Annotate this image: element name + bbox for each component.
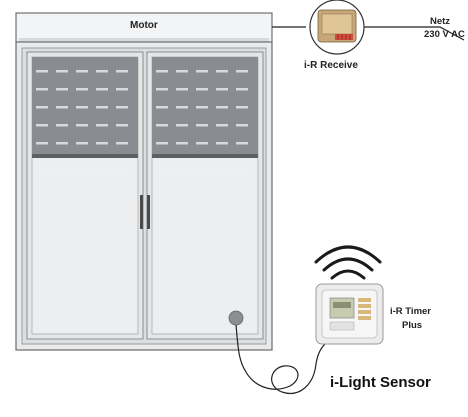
blind-slat: [76, 88, 88, 91]
blind-slat: [216, 88, 228, 91]
blind-slat: [176, 124, 188, 127]
blind-slat: [56, 142, 68, 145]
blind-slat: [96, 70, 108, 73]
blind-slat: [76, 124, 88, 127]
blind-slat: [36, 70, 48, 73]
mains-label: Netz: [430, 16, 451, 27]
blind-slat: [156, 70, 168, 73]
blind-slat: [236, 88, 248, 91]
sensor-label: i-Light Sensor: [330, 374, 431, 391]
sensor-dot-icon: [228, 310, 244, 326]
blind-slat: [196, 124, 208, 127]
blind-slat: [36, 88, 48, 91]
blind-slat: [216, 142, 228, 145]
blind-slat: [156, 88, 168, 91]
blind-slat: [176, 106, 188, 109]
timer-label: i-R Timer: [390, 306, 432, 317]
blind-slat: [56, 106, 68, 109]
blind-slat: [196, 88, 208, 91]
mains-voltage-label: 230 V AC: [424, 29, 465, 40]
blind-slat: [176, 142, 188, 145]
blind-slat: [96, 106, 108, 109]
ir-timer: [315, 283, 384, 345]
blind-slat: [116, 142, 128, 145]
blind-slat: [96, 124, 108, 127]
window-handles: [140, 195, 150, 229]
blind-slat: [96, 88, 108, 91]
blind-slat: [76, 106, 88, 109]
blind-slat: [176, 88, 188, 91]
motor-housing: [15, 12, 273, 43]
blind-slat: [176, 70, 188, 73]
blind-slat: [216, 106, 228, 109]
blind-slat: [216, 124, 228, 127]
blind-slat: [56, 70, 68, 73]
blind-slat: [36, 106, 48, 109]
blind-slat: [56, 88, 68, 91]
blind-slat: [156, 124, 168, 127]
blind-slat: [76, 70, 88, 73]
blind-slat: [116, 70, 128, 73]
receiver-label: i-R Receive: [304, 60, 358, 71]
blind-slat: [116, 124, 128, 127]
blind-slat: [156, 142, 168, 145]
blind-slat: [216, 70, 228, 73]
blind-slat: [116, 106, 128, 109]
blind-slat: [116, 88, 128, 91]
blind-slat: [236, 142, 248, 145]
signal-waves-icon: [314, 245, 382, 280]
timer-label-suffix: Plus: [402, 320, 423, 331]
blind-slat: [236, 106, 248, 109]
blind-slat: [196, 142, 208, 145]
blind-slat: [236, 70, 248, 73]
blind-slat: [236, 124, 248, 127]
ir-receiver: [309, 0, 365, 55]
blind-slat: [96, 142, 108, 145]
mains-cable: [364, 26, 465, 41]
blind-slat: [196, 106, 208, 109]
motor-label: Motor: [130, 20, 158, 31]
blind-slat: [76, 142, 88, 145]
blind-slat: [56, 124, 68, 127]
roller-blind: [32, 57, 258, 158]
blind-slat: [196, 70, 208, 73]
sensor-cable: [235, 324, 331, 394]
blind-slat: [36, 142, 48, 145]
blind-slat: [36, 124, 48, 127]
connector-terminal: [335, 34, 353, 40]
blind-slat: [156, 106, 168, 109]
